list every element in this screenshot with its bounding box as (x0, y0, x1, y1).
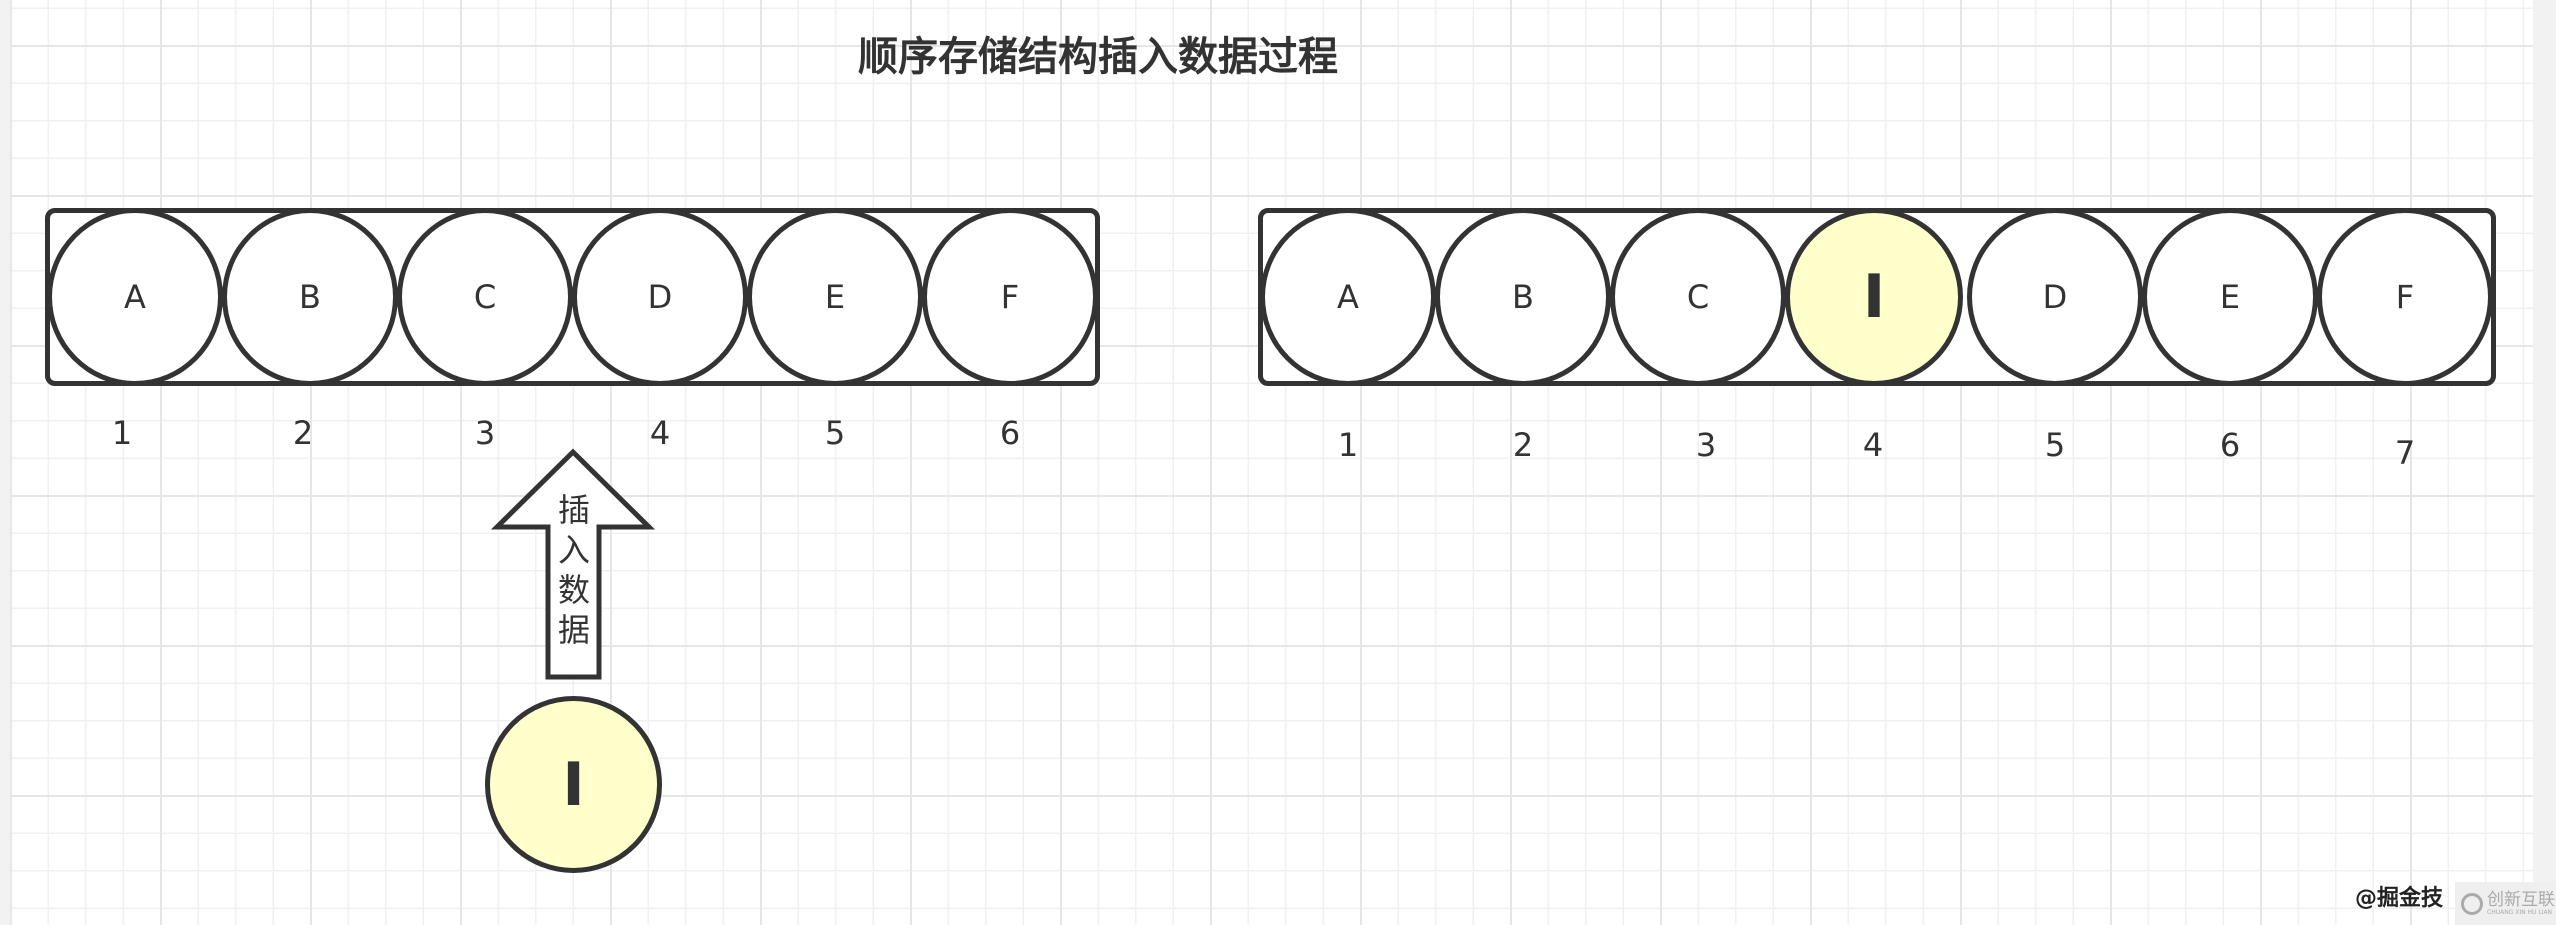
index-after-5: 5 (2044, 426, 2066, 464)
index-after-4: 4 (1862, 426, 1884, 464)
cell-before-4: D (572, 208, 748, 386)
new-element-circle: I (485, 696, 662, 873)
brand-logo-icon (2461, 892, 2483, 915)
cell-before-5: E (747, 208, 923, 386)
cell-before-1: A (47, 208, 223, 386)
cell-before-6: F (922, 208, 1098, 386)
brand-watermark: 创新互联 CHUANG XIN HU LIAN (2455, 882, 2556, 925)
index-after-6: 6 (2219, 426, 2241, 464)
diagram-title: 顺序存储结构插入数据过程 (858, 34, 1338, 80)
cell-after-4-inserted: I (1785, 208, 1963, 386)
index-before-2: 2 (292, 414, 314, 452)
index-after-3: 3 (1695, 426, 1717, 464)
juejin-watermark: @掘金技 (2355, 886, 2444, 911)
cell-before-2: B (222, 208, 398, 386)
index-before-1: 1 (111, 414, 133, 452)
cell-before-3: C (397, 208, 573, 386)
index-before-5: 5 (824, 414, 846, 452)
cell-after-6: E (2142, 208, 2318, 386)
index-before-4: 4 (649, 414, 671, 452)
index-before-6: 6 (999, 414, 1021, 452)
grid-canvas (10, 0, 2533, 925)
index-after-1: 1 (1337, 426, 1359, 464)
arrow-label: 插 入 数 据 (557, 491, 590, 649)
index-after-2: 2 (1512, 426, 1534, 464)
index-after-7: 7 (2394, 434, 2416, 472)
cell-after-2: B (1435, 208, 1611, 386)
cell-after-7: F (2317, 208, 2493, 386)
index-before-3: 3 (474, 414, 496, 452)
cell-after-5: D (1967, 208, 2143, 386)
cell-after-1: A (1260, 208, 1436, 386)
cell-after-3: C (1610, 208, 1786, 386)
